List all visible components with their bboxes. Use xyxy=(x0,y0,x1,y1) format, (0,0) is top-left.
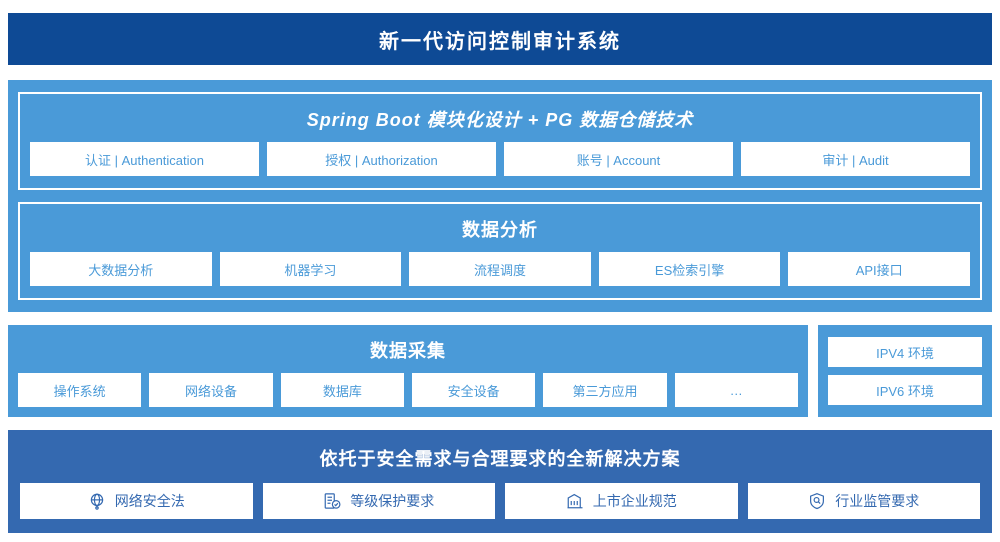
chip-label: 网络安全法 xyxy=(114,493,185,509)
chip-ipv6-environment[interactable]: IPV6 环境 xyxy=(828,375,982,405)
diagram-page: 新一代访问控制审计系统 Spring Boot 模块化设计 + PG 数据仓储技… xyxy=(0,13,1000,542)
data-analysis-chip-row: 大数据分析 机器学习 流程调度 ES检索引擎 API接口 xyxy=(30,252,970,286)
bank-building-icon xyxy=(566,492,584,510)
chip-es-search-engine[interactable]: ES检索引擎 xyxy=(598,252,781,286)
chip-listed-company-standard[interactable]: 上市企业规范 xyxy=(505,483,738,519)
solution-chip-row: 网络安全法 等级保护要求 xyxy=(20,483,980,519)
chip-classified-protection[interactable]: 等级保护要求 xyxy=(262,483,495,519)
page-title: 新一代访问控制审计系统 xyxy=(379,30,621,53)
chip-account[interactable]: 账号 | Account xyxy=(504,142,733,176)
chip-database[interactable]: 数据库 xyxy=(280,373,404,407)
card-title-springboot: Spring Boot 模块化设计 + PG 数据仓储技术 xyxy=(306,110,694,130)
chip-machine-learning[interactable]: 机器学习 xyxy=(219,252,402,286)
chip-process-scheduling[interactable]: 流程调度 xyxy=(409,252,591,286)
chip-cybersecurity-law[interactable]: 网络安全法 xyxy=(20,483,253,519)
data-collection-panel: 数据采集 操作系统 网络设备 数据库 安全设备 第三方应用 … xyxy=(8,325,808,417)
springboot-chip-row: 认证 | Authentication 授权 | Authorization 账… xyxy=(30,142,970,176)
chip-label: 行业监管要求 xyxy=(835,493,920,509)
chip-industry-regulation[interactable]: 行业监管要求 xyxy=(747,483,980,519)
environment-panel: IPV4 环境 IPV6 环境 xyxy=(818,325,992,417)
platform-card-data-analysis: 数据分析 大数据分析 机器学习 流程调度 ES检索引擎 API接口 xyxy=(18,202,982,300)
data-collection-chip-row: 操作系统 网络设备 数据库 安全设备 第三方应用 … xyxy=(18,373,798,407)
card-title-data-collection: 数据采集 xyxy=(370,341,446,361)
chip-api-interface[interactable]: API接口 xyxy=(788,252,970,286)
globe-network-icon xyxy=(88,492,106,510)
chip-audit[interactable]: 审计 | Audit xyxy=(741,142,970,176)
solution-title: 依托于安全需求与合理要求的全新解决方案 xyxy=(319,449,681,469)
chip-network-device[interactable]: 网络设备 xyxy=(149,373,273,407)
chip-big-data-analysis[interactable]: 大数据分析 xyxy=(30,252,212,286)
platform-panel: Spring Boot 模块化设计 + PG 数据仓储技术 认证 | Authe… xyxy=(8,80,992,312)
collection-row: 数据采集 操作系统 网络设备 数据库 安全设备 第三方应用 … IPV4 环境 … xyxy=(8,325,992,417)
card-title-data-analysis: 数据分析 xyxy=(462,220,538,240)
chip-label: 上市企业规范 xyxy=(592,493,677,509)
chip-third-party-app[interactable]: 第三方应用 xyxy=(543,373,667,407)
chip-more-ellipsis[interactable]: … xyxy=(674,373,798,407)
header-banner: 新一代访问控制审计系统 xyxy=(8,13,992,65)
document-check-icon xyxy=(323,492,341,510)
chip-authorization[interactable]: 授权 | Authorization xyxy=(267,142,496,176)
chip-ipv4-environment[interactable]: IPV4 环境 xyxy=(828,337,982,367)
chip-security-device[interactable]: 安全设备 xyxy=(411,373,536,407)
platform-card-springboot: Spring Boot 模块化设计 + PG 数据仓储技术 认证 | Authe… xyxy=(18,92,982,190)
chip-label: 等级保护要求 xyxy=(350,493,435,509)
shield-search-icon xyxy=(808,492,826,510)
solution-panel: 依托于安全需求与合理要求的全新解决方案 网络安全法 xyxy=(8,430,992,533)
chip-authentication[interactable]: 认证 | Authentication xyxy=(30,142,259,176)
chip-operating-system[interactable]: 操作系统 xyxy=(18,373,142,407)
